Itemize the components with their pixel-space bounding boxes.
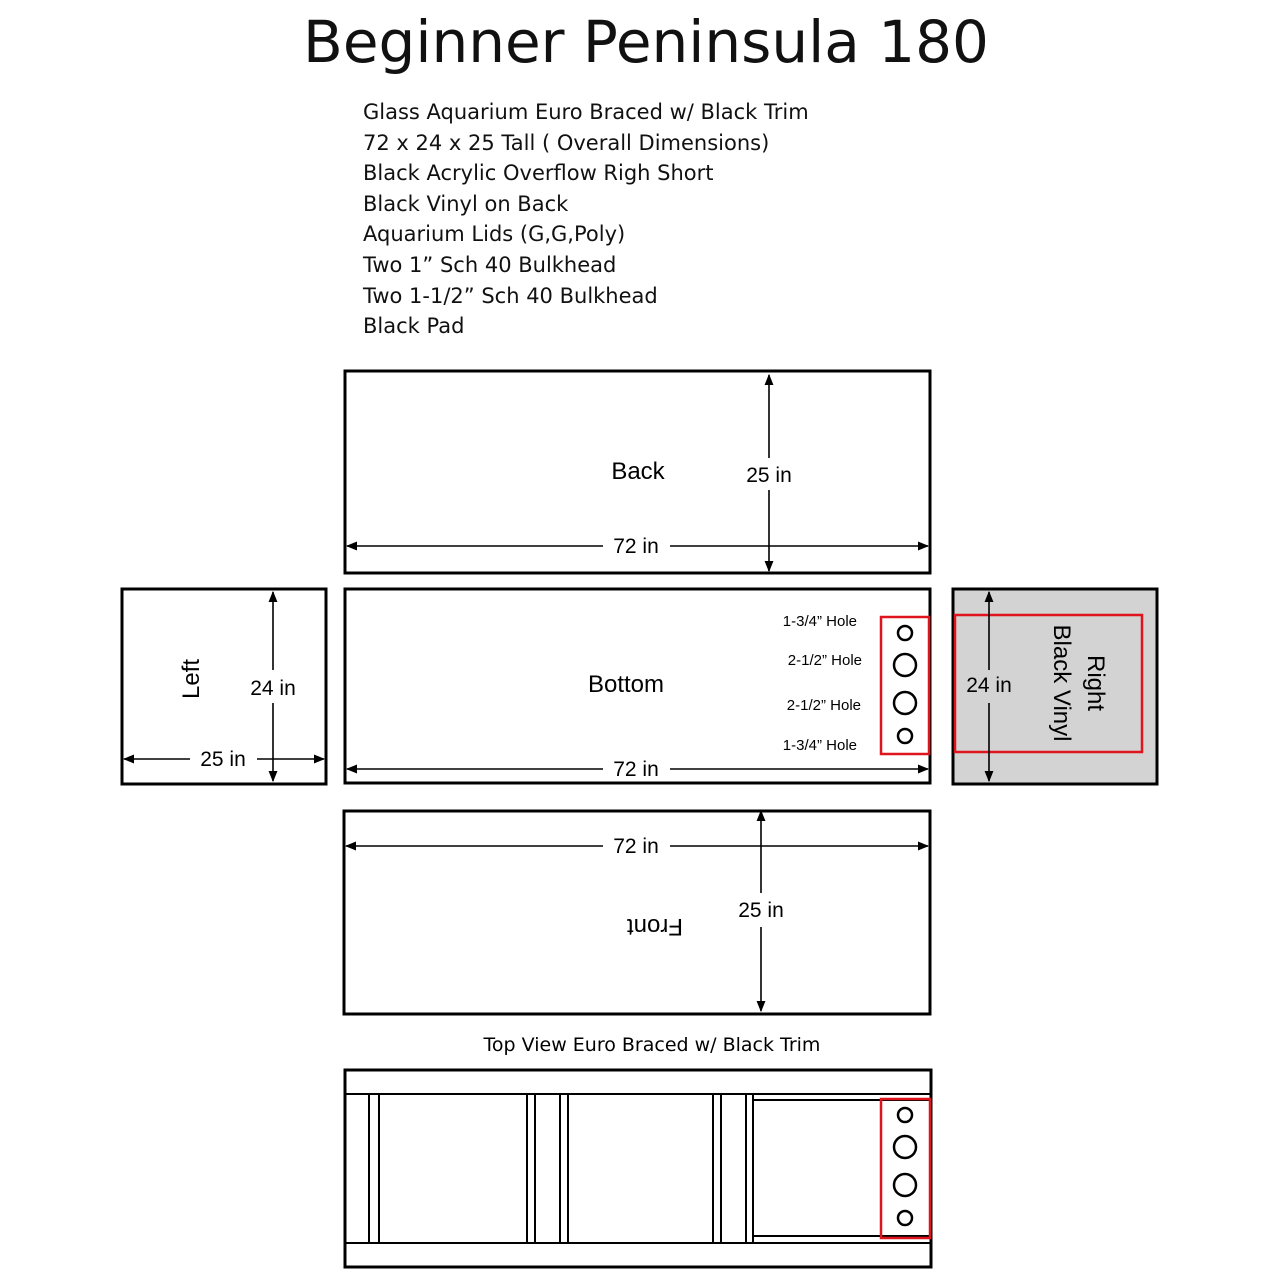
spec-item: Black Pad (363, 314, 465, 339)
spec-item: Two 1-1/2” Sch 40 Bulkhead (363, 283, 658, 308)
bottom-panel: Bottom 72 in 1-3/4” Hole 2-1/2” Hole 2-1… (343, 587, 932, 785)
diagram-title: Beginner Peninsula 180 (303, 8, 989, 76)
right-panel: 24 in Right Black Vinyl (951, 587, 1159, 786)
bulkhead-hole-small (896, 1209, 914, 1227)
spec-item: 72 x 24 x 25 Tall ( Overall Dimensions) (363, 130, 770, 155)
hole-label: 1-3/4” Hole (783, 737, 857, 754)
left-panel-label: Left (178, 659, 205, 699)
front-panel: Front 72 in 25 in (342, 809, 932, 1016)
bottom-width-label: 72 in (613, 758, 659, 781)
back-panel: Back 25 in 72 in (343, 369, 932, 575)
bulkhead-hole-large (892, 652, 918, 678)
top-view (343, 1068, 933, 1269)
overflow-box-outline (879, 615, 931, 756)
top-view-outline (343, 1068, 933, 1269)
left-width-label: 25 in (200, 748, 246, 771)
back-height-label: 25 in (746, 464, 792, 487)
hole-label: 2-1/2” Hole (787, 697, 861, 714)
back-panel-label: Back (611, 458, 665, 485)
hole-label: 1-3/4” Hole (783, 613, 857, 630)
overflow-box-outline (879, 1097, 932, 1240)
spec-list: Glass Aquarium Euro Braced w/ Black Trim… (363, 97, 809, 342)
right-height-label: 24 in (966, 674, 1012, 697)
right-panel-vinyl-label: Black Vinyl (1048, 625, 1075, 742)
bulkhead-hole-small (896, 624, 914, 642)
front-height-label: 25 in (738, 899, 784, 922)
front-panel-outline (342, 809, 932, 1016)
front-width-label: 72 in (613, 835, 659, 858)
bottom-panel-outline (343, 587, 932, 785)
spec-item: Aquarium Lids (G,G,Poly) (363, 222, 626, 247)
spec-item: Two 1” Sch 40 Bulkhead (363, 252, 617, 277)
hole-label: 2-1/2” Hole (788, 652, 862, 669)
bulkhead-hole-small (896, 727, 914, 745)
bulkhead-hole-small (896, 1106, 914, 1124)
left-height-label: 24 in (250, 677, 296, 700)
overflow-box-outline (953, 613, 1144, 754)
back-panel-outline (343, 369, 932, 575)
bulkhead-hole-large (892, 1134, 918, 1160)
left-panel-outline (120, 587, 328, 786)
bulkhead-hole-large (892, 1172, 918, 1198)
bulkhead-hole-large (892, 690, 918, 716)
spec-item: Black Vinyl on Back (363, 191, 569, 216)
back-width-label: 72 in (613, 535, 659, 558)
bottom-panel-label: Bottom (588, 671, 664, 698)
top-view-caption: Top View Euro Braced w/ Black Trim (483, 1034, 821, 1056)
front-panel-label: Front (627, 913, 683, 940)
left-panel: Left 24 in 25 in (120, 587, 328, 786)
right-panel-label: Right (1082, 655, 1109, 711)
spec-item: Black Acrylic Overflow Righ Short (363, 161, 714, 186)
spec-item: Glass Aquarium Euro Braced w/ Black Trim (363, 100, 809, 124)
